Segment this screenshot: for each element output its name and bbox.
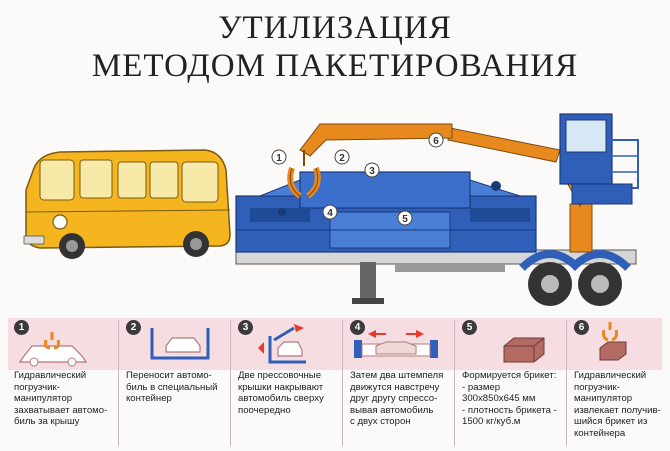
step-5-briquette-icon	[503, 337, 545, 363]
step-6: 6 Гидравлический погрузчик- манипулятор …	[570, 318, 670, 448]
svg-text:2: 2	[339, 153, 345, 164]
step-3-caption: Две прессовочные крышки накрывают автомо…	[238, 370, 324, 416]
divider	[118, 320, 119, 446]
step-1: 1 Гидравлический погрузчик- манипулятор …	[10, 318, 114, 448]
step-4: 4 Затем два штемпеля движутся навстречу …	[346, 318, 450, 448]
step-2-caption: Переносит автомо- биль в специальный кон…	[126, 370, 218, 405]
svg-text:5: 5	[402, 214, 408, 225]
step-2-number: 2	[126, 320, 141, 335]
press-container-illustration	[235, 171, 537, 253]
marker-3: 3	[364, 162, 380, 178]
steps-band	[8, 318, 662, 370]
svg-text:4: 4	[327, 208, 333, 219]
marker-1: 1	[271, 149, 287, 165]
step-6-number: 6	[574, 320, 589, 335]
svg-text:6: 6	[433, 136, 439, 147]
marker-5: 5	[397, 210, 413, 226]
step-1-number: 1	[14, 320, 29, 335]
marker-6: 6	[428, 132, 444, 148]
step-6-claw-briquette-icon	[599, 322, 627, 361]
step-2-container-car-icon	[150, 328, 210, 360]
step-5-caption: Формируется брикет: - размер 300х850х645…	[462, 370, 557, 428]
step-3: 3 Две прессовочные крышки накрывают авто…	[234, 318, 338, 448]
steps-strip: 1 Гидравлический погрузчик- манипулятор …	[0, 316, 670, 451]
title-line-2: МЕТОДОМ ПАКЕТИРОВАНИЯ	[91, 48, 579, 84]
svg-text:1: 1	[276, 153, 282, 164]
step-4-number: 4	[350, 320, 365, 335]
step-2: 2 Переносит автомо- биль в специальный к…	[122, 318, 226, 448]
step-6-caption: Гидравлический погрузчик- манипулятор из…	[574, 370, 661, 439]
step-3-press-lids-icon	[258, 324, 306, 364]
trailer-illustration	[235, 249, 637, 306]
divider	[566, 320, 567, 446]
bus-illustration	[23, 149, 231, 259]
step-5: 5 Формируется брикет: - размер 300х850х6…	[458, 318, 562, 448]
marker-4: 4	[322, 204, 338, 220]
step-5-number: 5	[462, 320, 477, 335]
step-1-car-claw-icon	[18, 332, 88, 367]
divider	[230, 320, 231, 446]
divider	[342, 320, 343, 446]
divider	[454, 320, 455, 446]
step-1-caption: Гидравлический погрузчик- манипулятор за…	[14, 370, 108, 428]
step-3-number: 3	[238, 320, 253, 335]
title-line-1: УТИЛИЗАЦИЯ	[218, 10, 452, 46]
svg-text:3: 3	[369, 166, 375, 177]
step-4-pistons-icon	[354, 330, 438, 358]
marker-2: 2	[334, 149, 350, 165]
step-4-caption: Затем два штемпеля движутся навстречу др…	[350, 370, 444, 428]
main-illustration: 1 2 3 4 5 6	[23, 113, 639, 306]
crane-illustration	[287, 113, 639, 253]
